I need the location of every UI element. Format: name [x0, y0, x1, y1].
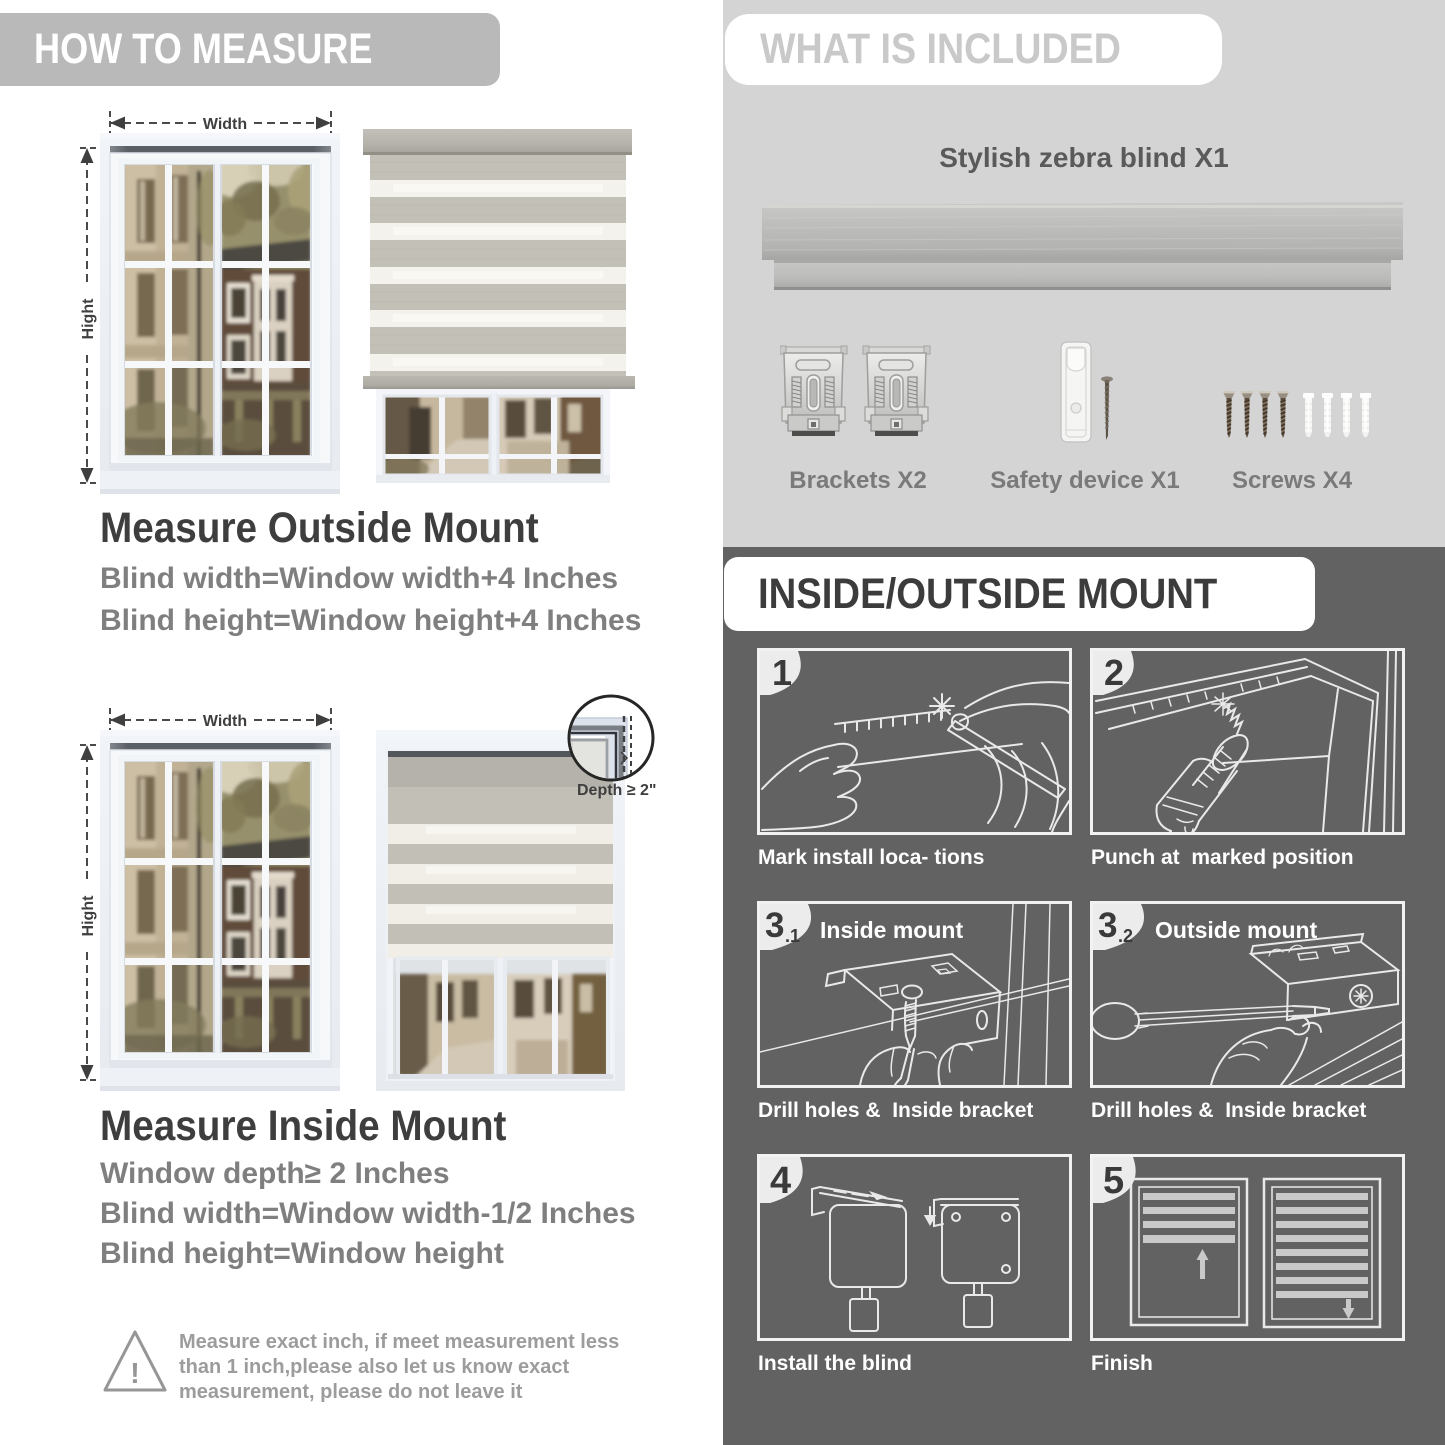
svg-text:.2: .2: [1118, 926, 1133, 946]
svg-text:Width: Width: [203, 713, 247, 730]
svg-text:.1: .1: [785, 926, 800, 946]
svg-text:4: 4: [770, 1160, 791, 1202]
svg-text:3: 3: [1098, 906, 1117, 945]
svg-text:Inside mount: Inside mount: [820, 917, 963, 943]
svg-text:Width: Width: [203, 116, 247, 133]
svg-text:!: !: [130, 1358, 140, 1390]
svg-text:1: 1: [772, 652, 792, 693]
svg-text:2: 2: [1104, 652, 1124, 693]
svg-text:Hight: Hight: [80, 895, 97, 937]
svg-text:Hight: Hight: [80, 298, 97, 340]
svg-text:3: 3: [765, 906, 784, 945]
svg-text:5: 5: [1103, 1160, 1124, 1202]
svg-text:Outside mount: Outside mount: [1155, 917, 1318, 943]
